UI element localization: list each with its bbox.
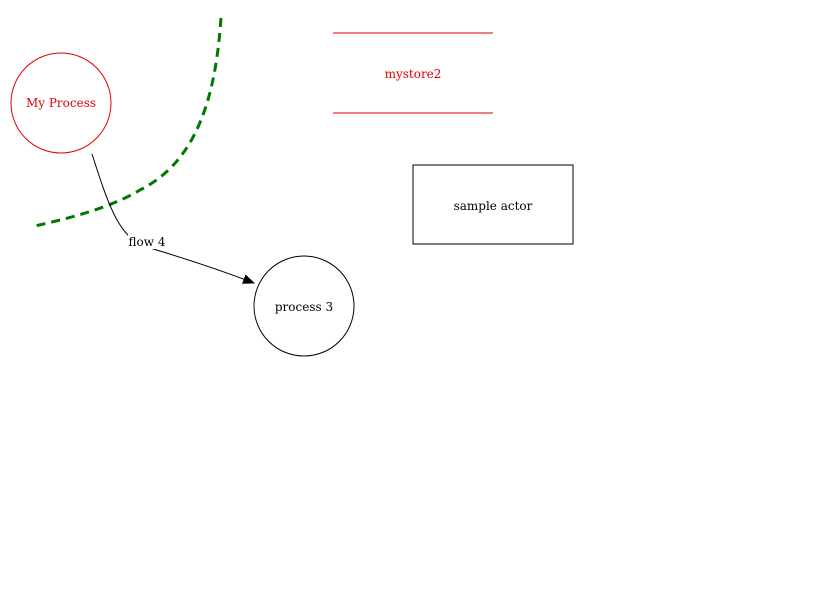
- node-sample-actor-label: sample actor: [454, 199, 533, 213]
- flow-4-label: flow 4: [129, 235, 166, 249]
- node-my-process[interactable]: My Process: [10, 52, 112, 154]
- flow-4[interactable]: flow 4: [91, 153, 255, 284]
- node-my-process-label: My Process: [26, 96, 96, 110]
- node-process-3-label: process 3: [275, 300, 333, 314]
- flow-4-line[interactable]: [91, 153, 255, 284]
- trust-boundary[interactable]: [34, 17, 223, 228]
- node-sample-actor[interactable]: sample actor: [412, 164, 574, 245]
- flow-4-label-bg: [128, 234, 166, 249]
- node-process-3[interactable]: process 3: [253, 255, 355, 357]
- node-mystore2[interactable]: mystore2: [333, 32, 493, 114]
- node-mystore2-label: mystore2: [385, 67, 442, 81]
